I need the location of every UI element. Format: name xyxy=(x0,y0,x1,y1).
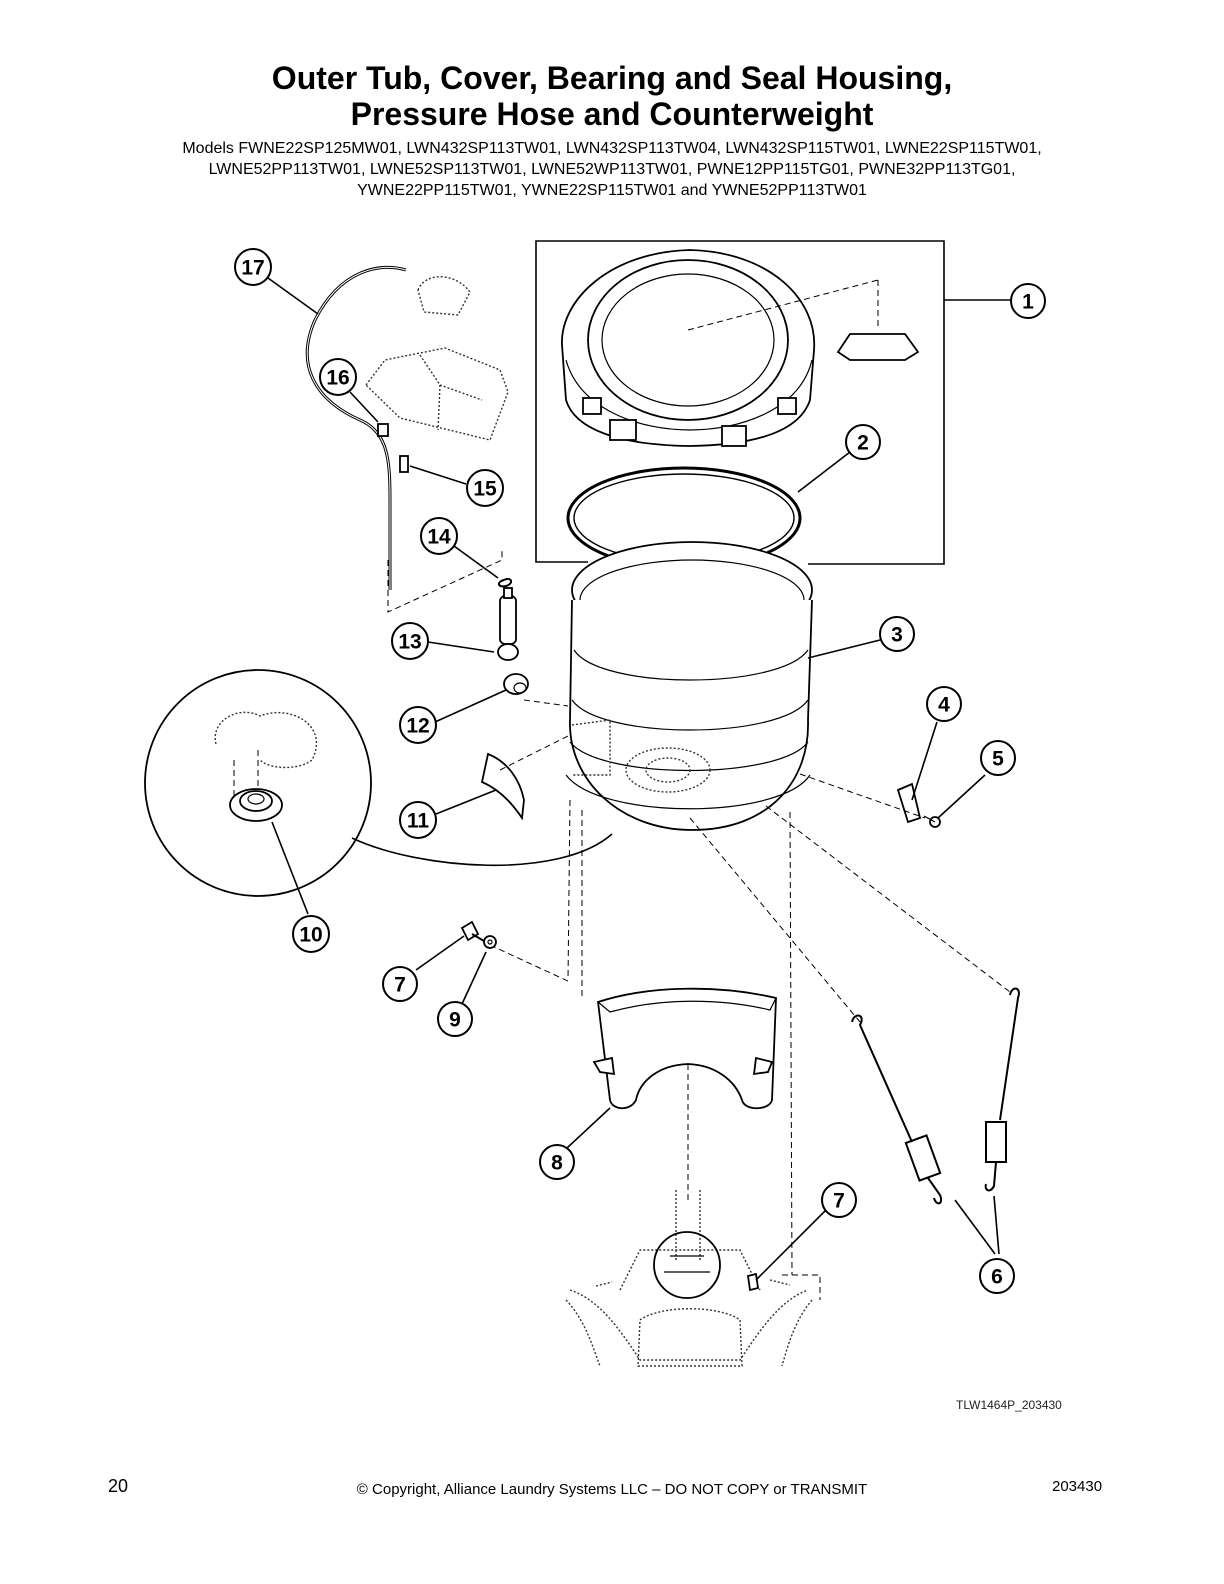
leader-15 xyxy=(409,465,467,485)
leader-7a xyxy=(415,935,465,971)
dash-line-hose xyxy=(387,548,503,613)
outer-tub-part xyxy=(565,541,813,831)
callout-5: 5 xyxy=(980,740,1016,776)
model-list: Models FWNE22SP125MW01, LWN432SP113TW01,… xyxy=(0,138,1224,201)
callout-12: 12 xyxy=(399,706,437,744)
detail-arrow-curve xyxy=(351,833,613,867)
grommet-part xyxy=(503,673,529,695)
bracket-part xyxy=(896,782,922,824)
washer-part xyxy=(483,935,497,949)
leader-9 xyxy=(461,951,487,1005)
callout-13: 13 xyxy=(391,622,429,660)
callout-2: 2 xyxy=(845,424,881,460)
callout-11: 11 xyxy=(399,801,437,839)
dash-line-spring-left xyxy=(689,817,861,1023)
callout-9: 9 xyxy=(437,1001,473,1037)
hose-retainer-part xyxy=(399,455,409,473)
leader-5 xyxy=(937,774,986,819)
callout-7-upper: 7 xyxy=(382,966,418,1002)
document-number: 203430 xyxy=(1052,1478,1103,1495)
dash-line-label xyxy=(499,734,571,771)
leader-8 xyxy=(566,1107,611,1149)
leader-11 xyxy=(435,789,497,815)
svg-text:11: 11 xyxy=(407,810,430,833)
bolt-part-lower xyxy=(746,1272,760,1292)
leader-10 xyxy=(271,821,309,915)
leader-14 xyxy=(453,545,499,579)
model-line-3: YWNE22PP115TW01, YWNE22SP115TW01 and YWN… xyxy=(357,182,867,199)
pressure-hose-part xyxy=(305,265,407,590)
dash-line-grommet xyxy=(523,699,569,707)
tub-cover-part xyxy=(561,249,920,447)
copyright-notice: © Copyright, Alliance Laundry Systems LL… xyxy=(356,1481,868,1498)
clamp-part xyxy=(498,577,512,588)
seal-housing-detail xyxy=(144,669,372,897)
callout-14: 14 xyxy=(420,517,458,555)
leader-13 xyxy=(427,641,495,653)
screw-part xyxy=(923,815,941,828)
leader-17 xyxy=(267,277,319,315)
svg-text:6: 6 xyxy=(991,1266,1003,1289)
model-line-2: LWNE52PP113TW01, LWNE52SP113TW01, LWNE52… xyxy=(208,161,1016,178)
tub-label-part xyxy=(480,752,525,821)
leader-6b xyxy=(993,1195,1000,1255)
svg-text:7: 7 xyxy=(394,974,406,997)
callout-10: 10 xyxy=(292,915,330,953)
transmission-frame-reference xyxy=(565,1190,821,1367)
dash-line-spring-right xyxy=(765,805,1011,993)
leader-3 xyxy=(807,639,881,659)
svg-text:3: 3 xyxy=(891,624,903,647)
svg-text:2: 2 xyxy=(857,432,869,455)
dash-line-washer xyxy=(489,944,571,983)
title-line-1: Outer Tub, Cover, Bearing and Seal Housi… xyxy=(271,60,953,96)
assembly-bracket-box xyxy=(535,240,945,565)
svg-text:14: 14 xyxy=(427,526,451,549)
svg-text:4: 4 xyxy=(938,694,950,717)
drawing-id: TLW1464P_203430 xyxy=(956,1398,1062,1412)
leader-16 xyxy=(349,391,379,423)
leader-7b xyxy=(755,1207,829,1281)
svg-text:13: 13 xyxy=(398,631,421,654)
dash-line-tub-left xyxy=(567,799,571,981)
svg-text:9: 9 xyxy=(449,1009,461,1032)
callout-16: 16 xyxy=(319,358,357,396)
leader-12 xyxy=(434,689,507,723)
hose-clip-part xyxy=(377,423,389,437)
page-title: Outer Tub, Cover, Bearing and Seal Housi… xyxy=(0,60,1224,132)
svg-text:8: 8 xyxy=(551,1152,563,1175)
counterweight-spring-part-right xyxy=(984,987,1020,1192)
leader-2 xyxy=(797,451,851,493)
svg-text:16: 16 xyxy=(326,367,349,390)
callout-15: 15 xyxy=(466,469,504,507)
callout-17: 17 xyxy=(234,248,272,286)
dash-line-4-5 xyxy=(799,773,926,819)
callout-8: 8 xyxy=(539,1144,575,1180)
bolt-part xyxy=(460,920,485,942)
svg-text:5: 5 xyxy=(992,748,1004,771)
page-number: 20 xyxy=(108,1476,129,1496)
counterweight-part xyxy=(592,987,777,1110)
callout-3: 3 xyxy=(879,616,915,652)
model-line-1: Models FWNE22SP125MW01, LWN432SP113TW01,… xyxy=(182,140,1042,157)
leader-6a xyxy=(954,1199,996,1255)
title-line-2: Pressure Hose and Counterweight xyxy=(350,96,874,132)
svg-text:10: 10 xyxy=(299,924,322,947)
callout-7-lower: 7 xyxy=(821,1182,857,1218)
counterweight-spring-part-left xyxy=(851,1014,943,1205)
svg-text:17: 17 xyxy=(241,257,264,280)
callout-4: 4 xyxy=(926,686,962,722)
air-dome-part xyxy=(497,587,519,661)
leader-4 xyxy=(911,721,938,801)
svg-text:12: 12 xyxy=(406,715,429,738)
dash-line-tub-right xyxy=(789,811,793,1276)
callout-1: 1 xyxy=(1010,283,1046,319)
svg-text:7: 7 xyxy=(833,1190,845,1213)
svg-text:1: 1 xyxy=(1022,291,1034,314)
svg-text:15: 15 xyxy=(473,478,497,501)
callout-6: 6 xyxy=(979,1258,1015,1294)
pressure-switch-reference xyxy=(365,276,509,441)
